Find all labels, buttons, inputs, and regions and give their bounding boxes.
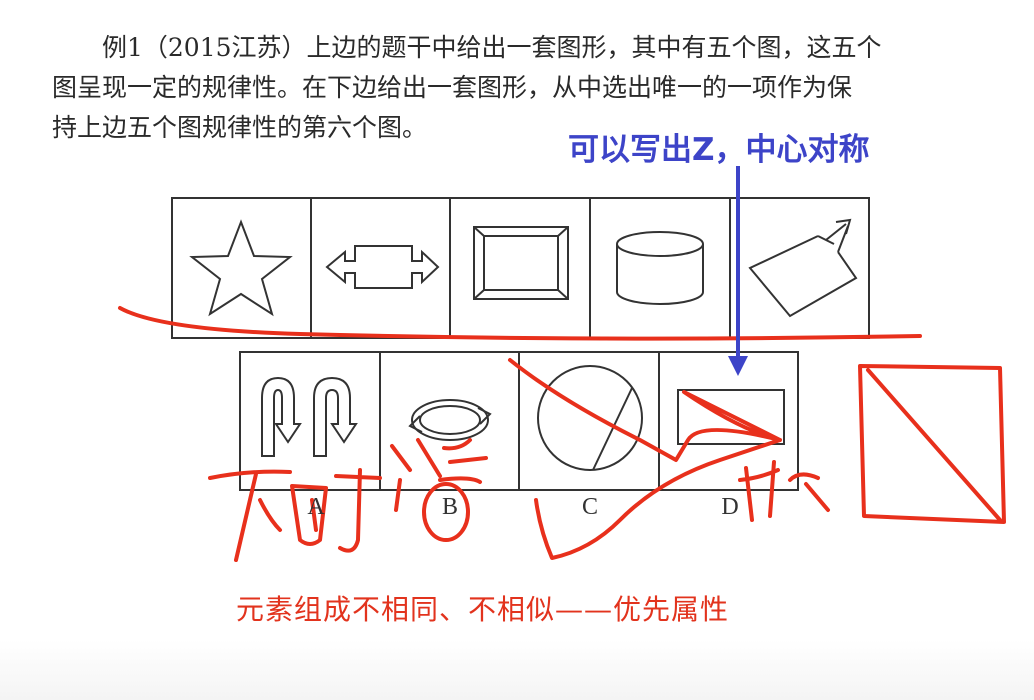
option-a-label[interactable]: A [307, 494, 325, 520]
star-figure [189, 219, 293, 317]
blue-handwritten-note: 可以写出Z，中心对称 [568, 132, 870, 168]
page-bottom-shade [0, 640, 1034, 700]
handwriting-stroke [390, 438, 488, 512]
option-b-figure[interactable] [408, 399, 492, 441]
problem-line-1: 例1（2015江苏）上边的题干中给出一套图形，其中有五个图，这五个 [102, 33, 882, 62]
frame-figure [473, 226, 569, 300]
blue-arrow-annotation [728, 166, 748, 376]
underline-stroke [118, 306, 922, 341]
option-d-label[interactable]: D [721, 494, 739, 520]
question-figures-row [171, 197, 870, 339]
option-d-figure[interactable] [677, 389, 785, 445]
option-b-label[interactable]: B [441, 494, 458, 520]
problem-statement: 例1（2015江苏）上边的题干中给出一套图形，其中有五个图，这五个 图呈现一定的… [52, 28, 992, 148]
option-c-label[interactable]: C [581, 494, 598, 520]
red-handwritten-note: 元素组成不相同、不相似——优先属性 [236, 593, 730, 626]
circle-around-b [422, 482, 470, 542]
check-mark-stroke [508, 358, 782, 560]
double-arrow-figure [325, 245, 440, 289]
option-c-figure[interactable] [537, 365, 643, 471]
option-a-figure[interactable] [261, 376, 358, 457]
problem-line-2: 图呈现一定的规律性。在下边给出一套图形，从中选出唯一的一项作为保 [52, 73, 853, 102]
diamond-arrow-figure [748, 218, 858, 318]
problem-line-3: 持上边五个图规律性的第六个图。 [52, 113, 428, 142]
handwriting-stroke [290, 468, 382, 553]
handwriting-stroke [208, 469, 292, 562]
cylinder-figure [616, 231, 704, 305]
red-ink-annotations [118, 306, 1006, 562]
answer-options-row [239, 351, 799, 491]
handwriting-stroke [738, 460, 830, 522]
drawn-square [858, 364, 1006, 524]
